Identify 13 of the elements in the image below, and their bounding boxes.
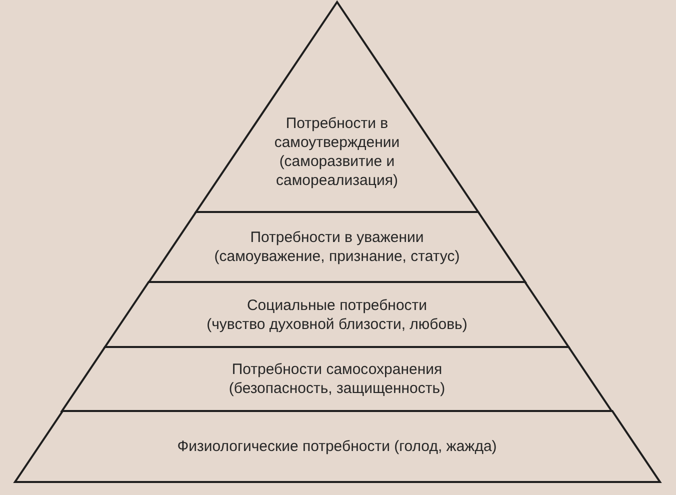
tier-description: (самоуважение, признание, статус) [214,247,460,266]
tier-description: (безопасность, защищенность) [228,379,446,398]
pyramid-tier [14,411,660,482]
pyramid-tier [62,347,612,411]
tier-title: Потребности самосохранения [232,360,442,379]
tier-title: Потребности в самоутверждении [273,114,401,152]
pyramid-tier [105,282,569,347]
tier-description: (чувство духовной близости, любовь) [206,314,468,334]
tier-description: (саморазвитие и самореализация) [275,152,399,190]
tier-title: Социальные потребности [246,296,428,314]
tier-title: Физиологические потребности (голод, жажда) [177,437,497,456]
tier-title: Потребности в уважении [250,228,424,247]
pyramid-tier [148,212,526,282]
